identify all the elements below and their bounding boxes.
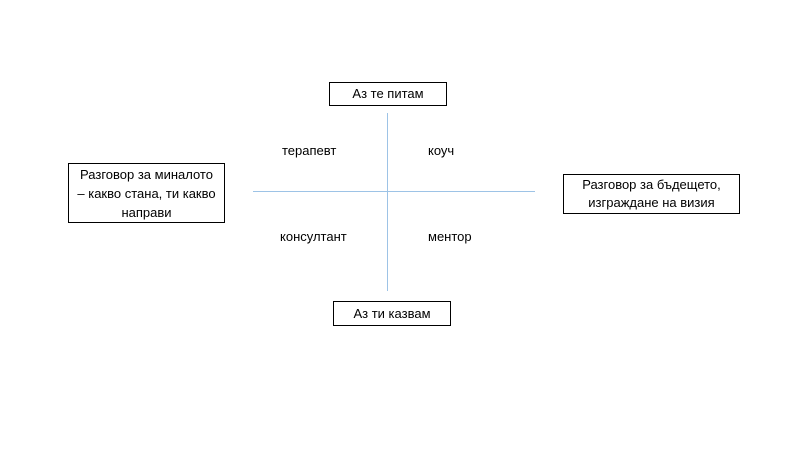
quadrant-top-right-label: коуч xyxy=(428,143,455,158)
quadrant-top-left-label: терапевт xyxy=(282,143,337,158)
vertical-axis-line xyxy=(387,113,388,291)
right-axis-box: Разговор за бъдещето, изграждане на визи… xyxy=(563,174,740,214)
bottom-axis-label: Аз ти казвам xyxy=(353,305,431,321)
top-axis-box: Аз те питам xyxy=(329,82,447,106)
left-axis-box: Разговор за миналото – какво стана, ти к… xyxy=(68,163,225,223)
quadrant-bottom-right-label: ментор xyxy=(428,229,472,244)
quadrant-bottom-left-label: консултант xyxy=(280,229,347,244)
bottom-axis-box: Аз ти казвам xyxy=(333,301,451,326)
horizontal-axis-line xyxy=(253,191,535,192)
left-axis-label: Разговор за миналото – какво стана, ти к… xyxy=(77,166,216,220)
right-axis-label: Разговор за бъдещето, изграждане на визи… xyxy=(582,177,721,210)
top-axis-label: Аз те питам xyxy=(352,86,424,101)
